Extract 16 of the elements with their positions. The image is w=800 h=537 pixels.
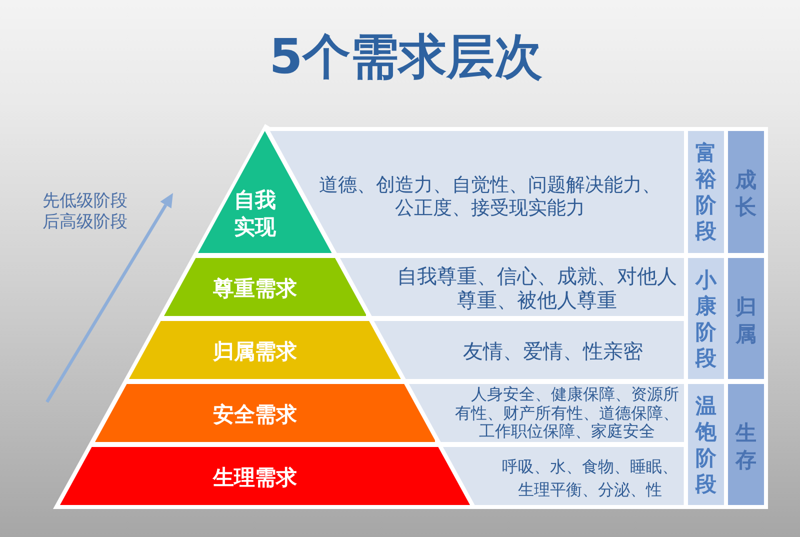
category-box: 成长: [728, 131, 764, 253]
stage-box: 温饱阶段: [688, 384, 724, 505]
description-band: 人身安全、健康保障、资源所有性、财产所有性、道德保障、工作职位保障、家庭安全: [408, 384, 684, 442]
description-band: 呼吸、水、食物、睡眠、生理平衡、分泌、性: [443, 447, 684, 505]
pyramid-tier: 归属需求: [129, 321, 401, 379]
pyramid-tier: 安全需求: [94, 384, 436, 442]
category-box: 归属: [728, 258, 764, 379]
pyramid-tier: 尊重需求: [164, 258, 366, 316]
description-band: 自我尊重、信心、成就、对他人尊重、被他人尊重: [340, 258, 684, 316]
stage-box: 富裕阶段: [688, 131, 724, 253]
side-note: 先低级阶段后高级阶段: [42, 191, 128, 233]
description-band: 友情、爱情、性亲密: [374, 321, 684, 379]
stage-box: 小康阶段: [688, 258, 724, 379]
title: 5个需求层次: [269, 28, 543, 86]
category-box: 生存: [728, 384, 764, 505]
pyramid-tier: 生理需求: [60, 447, 470, 505]
